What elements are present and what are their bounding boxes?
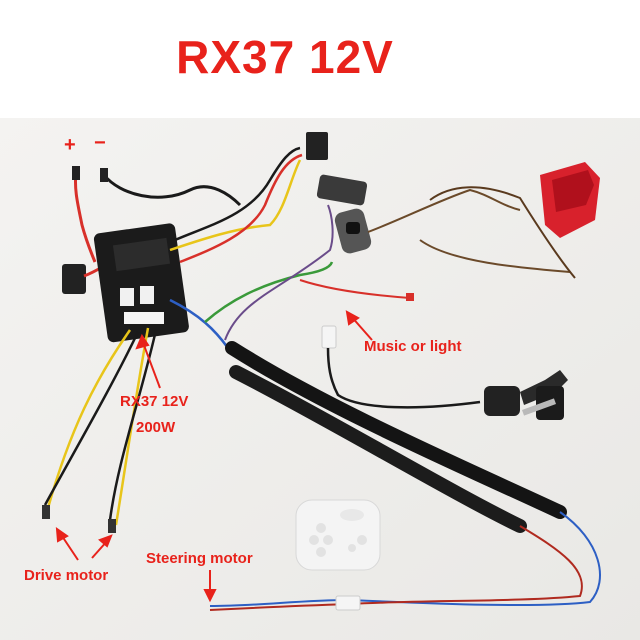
controller-box bbox=[93, 223, 189, 343]
controller-model-label: RX37 12V bbox=[120, 393, 189, 410]
top-connector bbox=[306, 132, 328, 160]
music-white-connector bbox=[321, 325, 337, 349]
wire-yellow-2 bbox=[114, 327, 150, 526]
wire-yellow-3 bbox=[169, 159, 302, 252]
plus-label: + bbox=[64, 134, 76, 156]
power-switch bbox=[62, 264, 86, 294]
battery-connector-minus bbox=[100, 168, 108, 182]
battery-lead-red bbox=[74, 171, 97, 263]
music-connector bbox=[406, 293, 414, 301]
pedal-wires bbox=[367, 188, 571, 273]
battery-connector-plus bbox=[72, 166, 80, 180]
wire-yellow-1 bbox=[46, 329, 132, 509]
steering-wire-blue bbox=[209, 511, 601, 607]
drive-motor-label: Drive motor bbox=[24, 567, 109, 584]
drive-connector-2 bbox=[108, 519, 116, 533]
remote-control bbox=[295, 499, 381, 571]
sleeve-1 bbox=[225, 341, 567, 519]
battery-lead-black bbox=[102, 174, 242, 207]
steering-connector bbox=[335, 595, 361, 611]
wire-blue bbox=[169, 298, 230, 349]
controller-power-label: 200W bbox=[136, 419, 176, 436]
wire-black-2 bbox=[108, 329, 158, 521]
drive-connector-1 bbox=[42, 505, 50, 519]
wire-black-1 bbox=[43, 331, 140, 506]
steering-motor-label: Steering motor bbox=[146, 550, 253, 567]
speed-selector bbox=[316, 174, 372, 254]
wire-multi bbox=[224, 204, 334, 341]
key-switch bbox=[484, 370, 568, 420]
wire-red-music bbox=[299, 279, 411, 299]
pedal-wires-2 bbox=[429, 186, 576, 279]
music-cable bbox=[326, 347, 481, 409]
steering-wire-red bbox=[209, 525, 583, 611]
wire-red-top bbox=[179, 153, 303, 264]
minus-label: − bbox=[94, 132, 106, 154]
wire-black-3 bbox=[174, 146, 301, 242]
sleeve-2 bbox=[229, 365, 527, 533]
music-or-light-label: Music or light bbox=[364, 338, 462, 355]
label-arrows bbox=[55, 310, 373, 603]
foot-pedal bbox=[540, 162, 600, 238]
page-title: RX37 12V bbox=[176, 31, 394, 83]
